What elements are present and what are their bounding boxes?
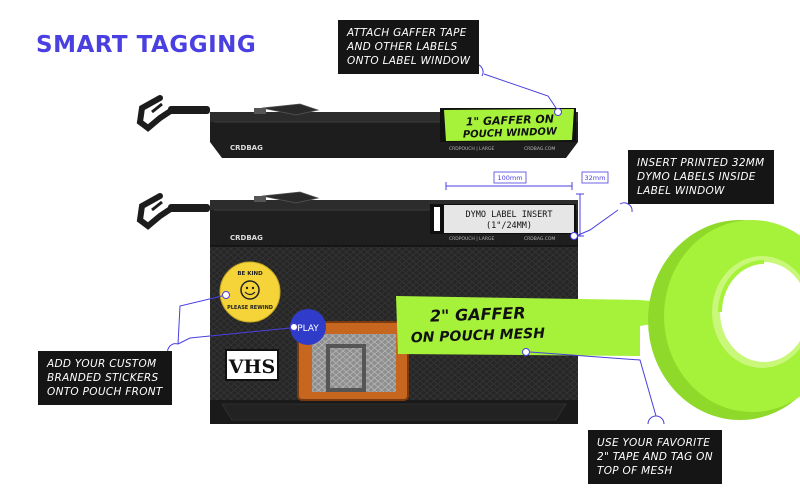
connector-lines: [167, 63, 665, 425]
page-title: SMART TAGGING: [36, 32, 257, 58]
bottom-site-label: CRDBAG.COM: [524, 236, 555, 242]
callout-stickers: ADD YOUR CUSTOM BRANDED STICKERS ONTO PO…: [38, 351, 172, 405]
gaffer-tape-roll: [648, 220, 800, 420]
bottom-tape-line2: ON POUCH MESH: [411, 326, 546, 347]
smiley-sticker-bottom: PLEASE REWIND: [227, 305, 273, 311]
play-sticker: PLAY: [290, 309, 326, 345]
zipper-pull-icon: [254, 103, 320, 116]
height-dimension-label: 32mm: [585, 174, 606, 182]
smiley-sticker-top: BE KIND: [237, 271, 263, 277]
width-dimension-label: 100mm: [497, 174, 522, 182]
bottom-gaffer-tape: [396, 296, 664, 356]
top-gaffer-tape: [444, 109, 574, 141]
cassette-sticker: [297, 321, 409, 401]
top-tape-line2: POUCH WINDOW: [463, 126, 558, 140]
top-pouch: CRDBAG CRDPOUCH | LARGE CRDBAG.COM 1" GA…: [136, 95, 578, 158]
top-site-label: CRDBAG.COM: [524, 146, 555, 152]
callout-insert-dymo: INSERT PRINTED 32MM DYMO LABELS INSIDE L…: [628, 150, 774, 204]
zipper-pull-icon: [254, 191, 320, 204]
bottom-product-label: CRDPOUCH | LARGE: [449, 236, 494, 242]
top-brand-logo: CRDBAG: [230, 144, 263, 152]
vhs-sticker-label: VHS: [228, 356, 275, 378]
dymo-label-insert: [444, 205, 574, 233]
carabiner-clip-icon: [136, 193, 210, 230]
vhs-sticker: VHS: [225, 349, 279, 381]
callout-favorite-tape: USE YOUR FAVORITE 2" TAPE AND TAG ON TOP…: [588, 430, 722, 484]
play-sticker-label: PLAY: [297, 324, 319, 334]
width-dimension: [445, 182, 573, 190]
dymo-label-line2: (1"/24MM): [486, 221, 532, 231]
top-tape-line1: 1" GAFFER ON: [466, 112, 555, 128]
bottom-pouch: CRDBAG CRDPOUCH | LARGE CRDBAG.COM DYMO …: [136, 171, 664, 424]
bottom-brand-logo: CRDBAG: [230, 234, 263, 242]
bottom-tape-line1: 2" GAFFER: [430, 303, 526, 325]
carabiner-clip-icon: [136, 95, 210, 132]
smiley-sticker: BE KIND PLEASE REWIND: [219, 261, 281, 323]
top-product-label: CRDPOUCH | LARGE: [449, 146, 494, 152]
dymo-label-line1: DYMO LABEL INSERT: [466, 210, 553, 220]
callout-attach-gaffer: ATTACH GAFFER TAPE AND OTHER LABELS ONTO…: [338, 20, 480, 74]
